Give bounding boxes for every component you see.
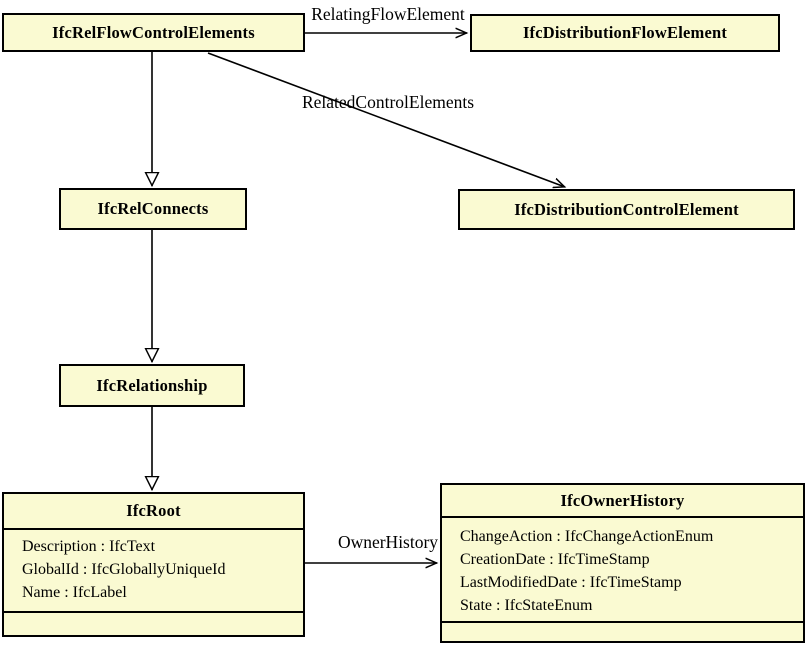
class-attribute: CreationDate : IfcTimeStamp: [460, 551, 650, 568]
class-attribute: GlobalId : IfcGloballyUniqueId: [22, 561, 226, 578]
edge-label-related-control-elements: RelatedControlElements: [301, 92, 475, 112]
class-title: IfcRelationship: [96, 375, 208, 395]
class-title-compartment: IfcRoot: [4, 494, 303, 530]
class-title: IfcOwnerHistory: [560, 490, 685, 510]
class-attributes-compartment: ChangeAction : IfcChangeActionEnum Creat…: [442, 518, 803, 623]
class-operations-compartment: [442, 623, 803, 641]
class-title: IfcDistributionFlowElement: [522, 23, 728, 42]
class-node-ifcrelconnects: IfcRelConnects: [59, 188, 247, 230]
class-node-ifcownerhistory: IfcOwnerHistory ChangeAction : IfcChange…: [440, 483, 805, 643]
class-title: IfcRoot: [126, 501, 181, 520]
class-attributes-compartment: Description : IfcText GlobalId : IfcGlob…: [4, 530, 303, 613]
edge-relatedcontrolelements-line: [207, 52, 565, 187]
class-node-ifcdistributioncontrolelement: IfcDistributionControlElement: [458, 189, 795, 230]
class-attribute: LastModifiedDate : IfcTimeStamp: [460, 574, 682, 591]
class-node-ifcrelationship: IfcRelationship: [59, 364, 245, 407]
class-title: IfcRelFlowControlElements: [52, 22, 255, 42]
class-operations-compartment: [4, 613, 303, 635]
class-node-ifcroot: IfcRoot Description : IfcText GlobalId :…: [2, 492, 305, 637]
edge-label-owner-history: OwnerHistory: [337, 532, 439, 552]
class-attribute: Description : IfcText: [22, 538, 156, 555]
class-attribute: ChangeAction : IfcChangeActionEnum: [460, 528, 714, 545]
class-title: IfcDistributionControlElement: [514, 199, 739, 219]
class-attribute: State : IfcStateEnum: [460, 597, 593, 614]
class-title: IfcRelConnects: [97, 199, 209, 218]
class-title-compartment: IfcOwnerHistory: [442, 485, 803, 518]
class-attribute: Name : IfcLabel: [22, 584, 127, 601]
edge-label-relating-flow-element: RelatingFlowElement: [311, 4, 465, 24]
class-node-ifcrelflowcontrolelements: IfcRelFlowControlElements: [2, 13, 305, 52]
class-node-ifcdistributionflowelement: IfcDistributionFlowElement: [470, 14, 780, 52]
